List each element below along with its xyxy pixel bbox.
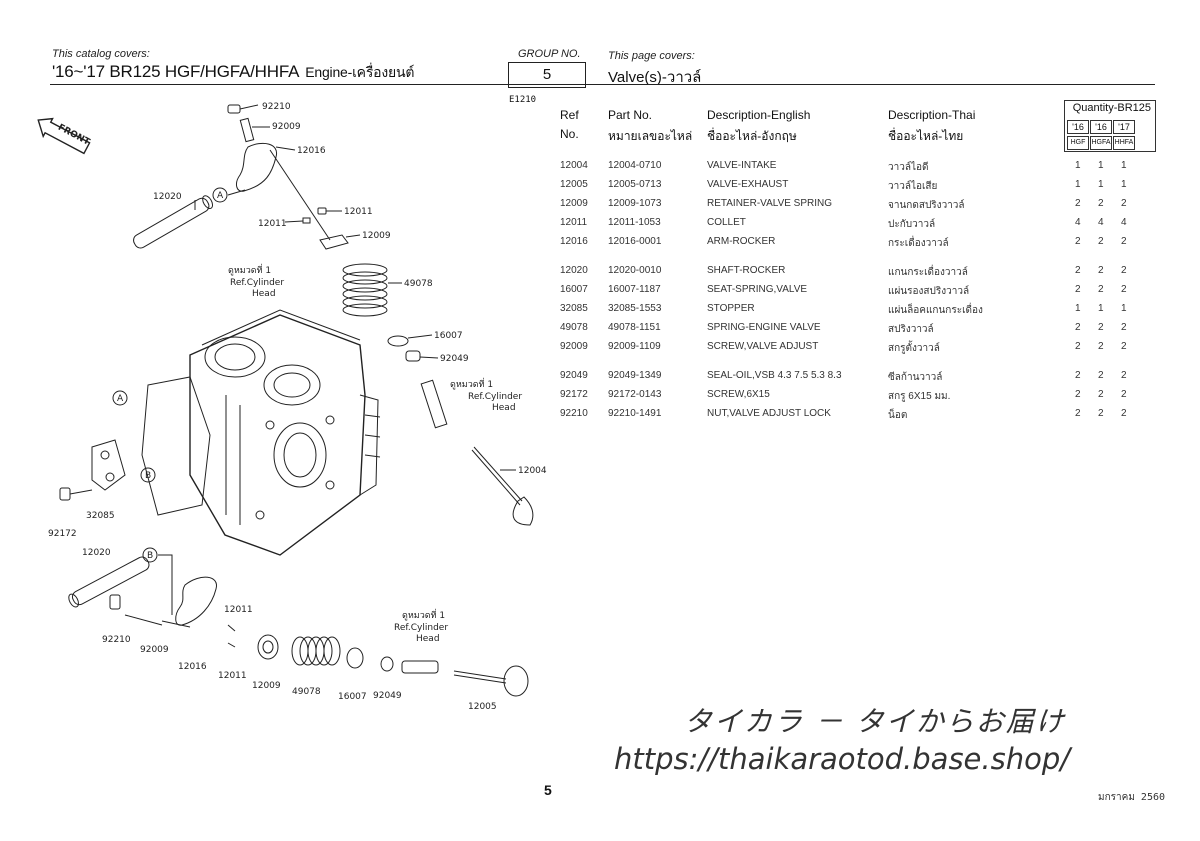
label-12016-top: 12016 [297, 146, 326, 156]
date-note: มกราคม 2560 [1098, 792, 1166, 803]
label-92210-bottom: 92210 [102, 635, 131, 645]
callout-a-mid: A [117, 394, 124, 404]
label-12011-bottom-2: 12011 [218, 671, 247, 681]
catalog-subtitle: Engine-เครื่องยนต์ [305, 64, 415, 80]
callout-b-mid: B [145, 471, 151, 481]
ref-note-b-line1: ดูหมวดที่ 1 [450, 377, 493, 390]
ref-note-c-line2: Ref.Cylinder [394, 623, 448, 633]
label-12011-left: 12011 [258, 219, 287, 229]
label-12020-top: 12020 [153, 192, 182, 202]
quantity-header: Quantity-BR125 '16 '16 '17 HGF HGFA HHFA [1064, 100, 1156, 152]
qty-year-2: '16 [1090, 120, 1112, 134]
label-12009-top: 12009 [362, 231, 391, 241]
exploded-parts-diagram: 92210 92009 12016 12020 A 12011 12011 12… [37, 102, 547, 712]
col-header-part-no-th: หมายเลขอะไหล่ [608, 129, 693, 143]
label-12016-bottom: 12016 [178, 662, 207, 672]
page-covers-label: This page covers: [608, 50, 695, 62]
quantity-title: Quantity-BR125 [1072, 102, 1151, 114]
qty-model-2: HGFA [1090, 136, 1112, 150]
callout-a-top: A [217, 191, 224, 201]
col-header-part-no: Part No. [608, 108, 653, 122]
ref-note-b-line2: Ref.Cylinder [468, 392, 522, 402]
label-49078-top: 49078 [404, 279, 433, 289]
label-12009-bottom: 12009 [252, 681, 281, 691]
col-header-no: No. [560, 127, 579, 141]
ref-note-c-line1: ดูหมวดที่ 1 [402, 608, 445, 621]
ref-note-a-line3: Head [252, 289, 276, 299]
page-covers-title: Valve(s)-วาวล์ [608, 69, 702, 86]
ref-note-b-line3: Head [492, 403, 516, 413]
qty-year-1: '16 [1067, 120, 1089, 134]
label-12005: 12005 [468, 702, 497, 712]
label-92009-bottom: 92009 [140, 645, 169, 655]
col-header-desc-en-th: ชื่ออะไหล่-อังกฤษ [707, 129, 797, 143]
ref-note-a-line2: Ref.Cylinder [230, 278, 284, 288]
header-divider [50, 84, 1155, 85]
label-16007-bottom: 16007 [338, 692, 367, 702]
qty-year-3: '17 [1113, 120, 1135, 134]
col-header-ref: Ref [560, 108, 579, 122]
label-12020-bottom: 12020 [82, 548, 111, 558]
col-header-desc-en: Description-English [707, 108, 811, 122]
label-92009-top: 92009 [272, 122, 301, 132]
callout-b-bottom: B [147, 551, 153, 561]
ref-note-c-line3: Head [416, 634, 440, 644]
qty-model-1: HGF [1067, 136, 1089, 150]
group-no-box: 5 [508, 62, 586, 88]
label-92049-top: 92049 [440, 354, 469, 364]
figure-code: E1210 [509, 95, 537, 105]
label-49078-bottom: 49078 [292, 687, 321, 697]
label-12004: 12004 [518, 466, 547, 476]
col-header-desc-th-th: ชื่ออะไหล่-ไทย [888, 129, 964, 143]
label-92210-top: 92210 [262, 102, 291, 112]
label-92049-bottom: 92049 [373, 691, 402, 701]
label-16007-top: 16007 [434, 331, 463, 341]
watermark-japanese: タイカラ － タイからお届け [684, 705, 1066, 738]
label-32085: 32085 [86, 511, 115, 521]
group-no-label: GROUP NO. [518, 48, 581, 60]
label-12011-bottom-1: 12011 [224, 605, 253, 615]
catalog-model-text: '16~'17 BR125 HGF/HGFA/HHFA [52, 62, 300, 81]
label-12011-right: 12011 [344, 207, 373, 217]
catalog-covers-label: This catalog covers: [52, 48, 150, 60]
front-arrow-icon [37, 117, 91, 155]
qty-model-3: HHFA [1113, 136, 1135, 150]
ref-note-a-line1: ดูหมวดที่ 1 [228, 263, 271, 276]
col-header-desc-th: Description-Thai [888, 108, 976, 122]
label-92172: 92172 [48, 529, 77, 539]
catalog-title: '16~'17 BR125 HGF/HGFA/HHFA Engine-เครื่อ… [52, 62, 414, 84]
watermark-url: https://thaikaraotod.base.shop/ [614, 742, 1071, 776]
page-number: 5 [544, 782, 552, 798]
